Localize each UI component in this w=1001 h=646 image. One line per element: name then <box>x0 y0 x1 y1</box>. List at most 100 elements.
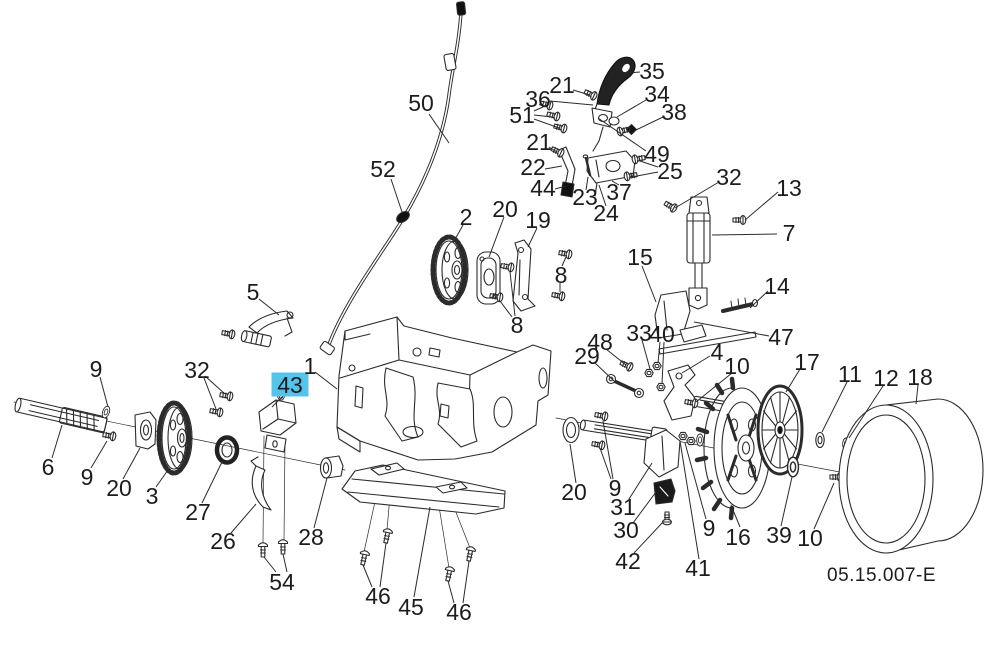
part-label-37[interactable]: 37 <box>606 179 632 205</box>
part-label-13[interactable]: 13 <box>776 175 802 201</box>
part-label-6[interactable]: 6 <box>42 454 55 480</box>
part-label-49[interactable]: 49 <box>644 141 670 167</box>
part-label-16[interactable]: 16 <box>725 524 751 550</box>
part-drawing-shift-bracket-43 <box>258 393 297 544</box>
part-label-11[interactable]: 11 <box>838 361 862 387</box>
leader-line <box>549 100 594 106</box>
figure-code: 05.15.007-E <box>827 565 936 586</box>
part-drawing-chassis-frame <box>336 316 552 461</box>
part-drawing-shift-lever-assembly <box>538 56 647 198</box>
part-label-10[interactable]: 10 <box>724 353 750 379</box>
leader-line <box>428 113 450 144</box>
leader-line <box>695 372 733 403</box>
leader-line <box>282 553 288 573</box>
leader-line <box>611 180 620 186</box>
part-label-40[interactable]: 40 <box>649 321 675 347</box>
leader-line <box>379 542 387 588</box>
part-label-8[interactable]: 8 <box>555 262 568 288</box>
leader-line <box>661 341 665 385</box>
part-label-42[interactable]: 42 <box>615 548 641 574</box>
part-label-23[interactable]: 23 <box>572 184 598 210</box>
part-label-14[interactable]: 14 <box>764 273 790 299</box>
part-label-17[interactable]: 17 <box>794 349 820 375</box>
part-label-29[interactable]: 29 <box>574 343 600 369</box>
part-label-26[interactable]: 26 <box>210 528 236 554</box>
part-drawing-ratchet-wheel <box>694 376 771 521</box>
part-drawing-pinion-gear <box>430 234 469 306</box>
leader-line <box>533 118 560 129</box>
part-label-5[interactable]: 5 <box>247 279 260 305</box>
part-label-31[interactable]: 31 <box>610 494 636 520</box>
part-label-25[interactable]: 25 <box>657 158 683 184</box>
part-label-43-highlighted[interactable]: 43 <box>277 372 303 398</box>
part-label-24[interactable]: 24 <box>593 200 619 226</box>
part-label-4[interactable]: 4 <box>711 339 724 365</box>
leader-line <box>90 440 108 469</box>
leader-line <box>258 298 280 316</box>
leader-line <box>313 477 328 529</box>
part-label-9[interactable]: 9 <box>81 464 94 490</box>
part-label-21[interactable]: 21 <box>549 72 575 98</box>
part-label-38[interactable]: 38 <box>661 99 687 125</box>
part-label-50[interactable]: 50 <box>408 90 434 116</box>
part-drawing-retainer-ring <box>214 435 240 465</box>
leader-line <box>598 184 607 207</box>
part-label-32[interactable]: 32 <box>716 164 742 190</box>
part-label-28[interactable]: 28 <box>298 524 324 550</box>
part-label-47[interactable]: 47 <box>768 324 794 350</box>
part-label-54[interactable]: 54 <box>269 569 295 595</box>
leader-line <box>201 461 223 504</box>
part-label-48[interactable]: 48 <box>587 329 613 355</box>
leader-line <box>271 395 284 408</box>
part-label-35[interactable]: 35 <box>639 58 665 84</box>
part-label-3[interactable]: 3 <box>146 483 159 509</box>
part-label-8[interactable]: 8 <box>511 312 524 338</box>
part-label-21[interactable]: 21 <box>526 129 552 155</box>
leader-line <box>605 348 627 366</box>
part-label-20[interactable]: 20 <box>561 479 587 505</box>
leader-line <box>693 321 770 337</box>
part-label-9[interactable]: 9 <box>609 475 622 501</box>
leader-line <box>657 341 661 364</box>
part-label-20[interactable]: 20 <box>492 196 518 222</box>
part-label-22[interactable]: 22 <box>520 154 546 180</box>
leader-line <box>674 181 720 209</box>
part-label-45[interactable]: 45 <box>398 594 424 620</box>
part-label-46[interactable]: 46 <box>446 599 472 625</box>
leader-line <box>544 165 563 170</box>
part-label-9[interactable]: 9 <box>90 356 103 382</box>
part-label-33[interactable]: 33 <box>626 320 652 346</box>
part-label-51[interactable]: 51 <box>509 102 535 128</box>
part-label-15[interactable]: 15 <box>627 244 653 270</box>
part-label-52[interactable]: 52 <box>370 156 396 182</box>
part-label-18[interactable]: 18 <box>907 364 933 390</box>
part-drawing-bushing <box>319 455 344 479</box>
part-label-9[interactable]: 9 <box>703 515 716 541</box>
leader-line <box>452 224 464 244</box>
part-label-7[interactable]: 7 <box>783 220 796 246</box>
part-label-32[interactable]: 32 <box>184 357 210 383</box>
leader-line <box>533 105 546 112</box>
part-label-39[interactable]: 39 <box>766 522 792 548</box>
part-label-12[interactable]: 12 <box>873 365 899 391</box>
leader-line <box>597 117 647 152</box>
part-label-20[interactable]: 20 <box>106 475 132 501</box>
part-label-41[interactable]: 41 <box>685 555 711 581</box>
part-label-44[interactable]: 44 <box>530 175 556 201</box>
part-label-2[interactable]: 2 <box>460 204 473 230</box>
part-label-46[interactable]: 46 <box>365 583 391 609</box>
part-label-10[interactable]: 10 <box>797 525 823 551</box>
leader-line <box>848 385 884 439</box>
part-label-1[interactable]: 1 <box>304 353 317 379</box>
part-label-27[interactable]: 27 <box>185 499 211 525</box>
part-label-36[interactable]: 36 <box>525 86 551 112</box>
part-label-30[interactable]: 30 <box>613 517 639 543</box>
part-label-19[interactable]: 19 <box>525 207 551 233</box>
leader-line <box>569 443 577 484</box>
part-drawing-wheel-bracket <box>643 429 681 526</box>
part-drawing-support-bracket <box>512 239 574 312</box>
leader-line <box>548 146 558 153</box>
leader-line <box>628 462 653 500</box>
part-label-34[interactable]: 34 <box>644 81 670 107</box>
